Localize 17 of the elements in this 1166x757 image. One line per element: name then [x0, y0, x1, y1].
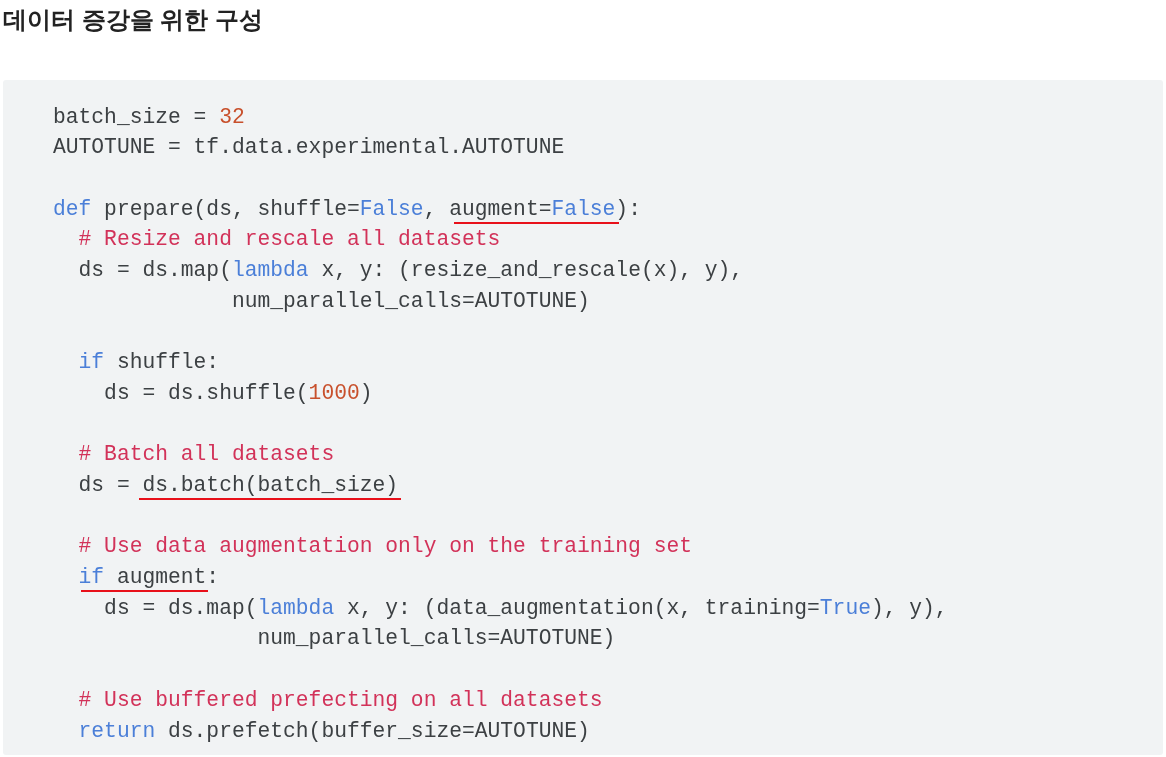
code-line: # Resize and rescale all datasets: [77, 227, 501, 252]
code-line: batch_size = 32: [53, 104, 245, 129]
code-line: ds = ds.batch(batch_size): [77, 472, 399, 497]
code-line: ds = ds.shuffle(1000): [103, 380, 373, 405]
code-line: # Use buffered prefecting on all datasets: [77, 687, 603, 712]
code-line: # Use data augmentation only on the training set: [77, 534, 692, 559]
code-line: num_parallel_calls=AUTOTUNE): [230, 288, 590, 313]
title: 데이터 증강을 위한 구성: [3, 5, 263, 35]
code-line: # Batch all datasets: [77, 442, 335, 467]
code-line: if augment:: [77, 565, 220, 589]
code-line: def prepare(ds, shuffle=False, augment=False):: [53, 196, 641, 221]
code-line: return ds.prefetch(buffer_size=AUTOTUNE): [77, 718, 590, 743]
code-line: AUTOTUNE = tf.data.experimental.AUTOTUNE: [53, 135, 565, 160]
code-line: ds = ds.map(lambda x, y: (resize_and_rescale(x), y),: [77, 258, 744, 282]
code-line: num_parallel_calls=AUTOTUNE): [256, 626, 616, 651]
code-line: if shuffle:: [77, 350, 220, 375]
code-line: ds = ds.map(lambda x, y: (data_augmentation(x, training=True), y),: [103, 595, 948, 620]
